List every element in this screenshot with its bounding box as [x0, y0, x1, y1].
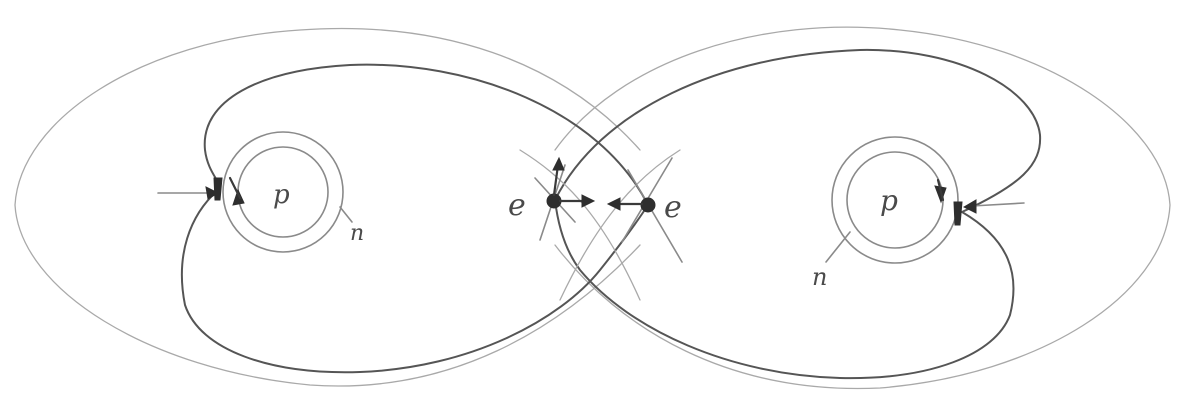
center-right-left-arrowhead: [608, 198, 620, 210]
left-ring-arrowhead: [233, 190, 244, 205]
left-orbit-marker: [214, 178, 222, 200]
crossing-stroke-b: [560, 150, 680, 300]
center-left-right-arrowhead: [582, 195, 594, 207]
crossing-stroke-a: [520, 150, 640, 300]
center-left-electron-label: e: [508, 188, 526, 223]
center-left-up-arrowhead: [553, 158, 564, 170]
outer-lobe-left: [15, 29, 640, 387]
center-right-electron: [641, 198, 655, 212]
inner-orbit-left: [182, 65, 648, 373]
left-n-leader: [340, 207, 352, 222]
left-proton-label: p: [273, 180, 290, 210]
inner-orbit-right: [555, 50, 1040, 378]
right-orbit-marker: [954, 202, 962, 225]
left-neutron-label: n: [350, 221, 364, 246]
right-n-leader: [826, 232, 850, 262]
right-neutron-label: n: [812, 263, 827, 291]
center-right-electron-label: e: [664, 190, 682, 225]
right-proton-label: p: [880, 184, 898, 217]
